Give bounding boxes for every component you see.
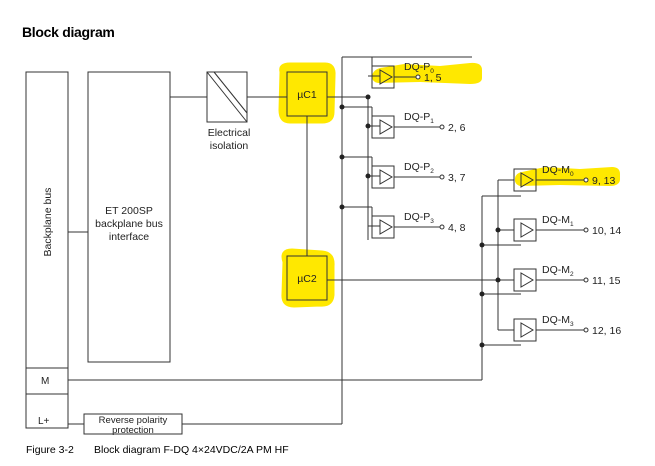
highlight-uc2 — [281, 248, 335, 308]
wiring — [68, 56, 521, 425]
figure-number: Figure 3-2 — [26, 444, 74, 456]
dq-m2-terminals: 11, 15 — [592, 275, 621, 287]
m-switch-3 — [513, 318, 589, 342]
dq-p3-terminals: 4, 8 — [448, 222, 466, 234]
p-output-labels: DQ-P0 1, 5 DQ-P1 2, 6 DQ-P2 3, 7 DQ-P3 4… — [404, 61, 466, 234]
highlight-dq-m0 — [514, 167, 620, 186]
dq-p0-terminals: 1, 5 — [424, 72, 442, 84]
isolation-label-2: isolation — [210, 140, 249, 152]
dq-p2-label: DQ-P2 — [404, 161, 434, 175]
m-output-labels: DQ-M0 9, 13 DQ-M1 10, 14 DQ-M2 11, 15 DQ… — [542, 164, 621, 337]
uc1-label: µC1 — [297, 89, 317, 101]
terminal-lplus-box — [25, 393, 69, 429]
dq-m2-label: DQ-M2 — [542, 264, 574, 278]
reverse-polarity-label-1: Reverse polarity — [99, 415, 168, 426]
section-title: Block diagram — [22, 24, 115, 40]
isolation-label-1: Electrical — [208, 127, 251, 139]
uc2-label: µC2 — [297, 273, 317, 285]
interface-label-3: interface — [109, 231, 149, 243]
dq-m1-terminals: 10, 14 — [592, 225, 621, 237]
dq-m0-terminals: 9, 13 — [592, 175, 616, 187]
highlight-marks — [278, 62, 620, 308]
dq-m3-terminals: 12, 16 — [592, 325, 621, 337]
highlight-dq-p0 — [372, 62, 482, 84]
terminal-m-label: M — [41, 376, 49, 387]
p-switch-1 — [371, 115, 445, 139]
dq-m3-label: DQ-M3 — [542, 314, 574, 328]
dq-m0-label: DQ-M0 — [542, 164, 574, 178]
interface-label-2: backplane bus — [95, 218, 163, 230]
figure-caption: Figure 3-2 Block diagram F-DQ 4×24VDC/2A … — [26, 444, 289, 456]
reverse-polarity-label-2: protection — [112, 425, 154, 436]
junctions — [339, 94, 501, 348]
dq-p3-label: DQ-P3 — [404, 211, 434, 225]
dq-p0-label: DQ-P0 — [404, 61, 434, 75]
m-switches — [513, 168, 589, 342]
highlight-uc1 — [278, 62, 336, 124]
m-switch-1 — [513, 218, 589, 242]
p-switches — [371, 65, 445, 239]
interface-label-1: ET 200SP — [105, 205, 153, 217]
p-switch-3 — [371, 215, 445, 239]
m-switch-2 — [513, 268, 589, 292]
backplane-bus-label: Backplane bus — [42, 188, 54, 257]
dq-m1-label: DQ-M1 — [542, 214, 574, 228]
dq-p1-terminals: 2, 6 — [448, 122, 466, 134]
dq-p1-label: DQ-P1 — [404, 111, 434, 125]
p-switch-2 — [371, 165, 445, 189]
backplane-interface-box — [87, 71, 171, 363]
m-switch-0 — [513, 168, 589, 192]
figure-caption-text: Block diagram F-DQ 4×24VDC/2A PM HF — [94, 444, 289, 456]
terminal-lplus-label: L+ — [38, 416, 50, 427]
p-switch-0 — [371, 65, 421, 89]
dq-p2-terminals: 3, 7 — [448, 172, 466, 184]
